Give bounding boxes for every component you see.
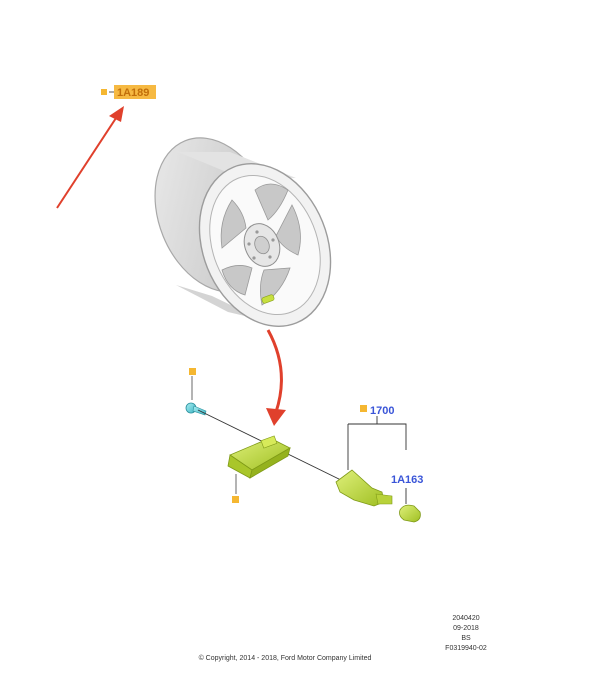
- red-arrow-upper: [56, 106, 124, 209]
- callout-1A163[interactable]: 1A163: [391, 474, 423, 504]
- wheel: [154, 137, 332, 327]
- marker-square: [189, 368, 196, 375]
- rim-valve: [261, 294, 275, 304]
- valve-stem: [335, 469, 393, 507]
- marker-square: [360, 405, 367, 412]
- label-highlight: [114, 85, 156, 99]
- label-1A163: 1A163: [391, 474, 423, 486]
- marker-square: [232, 496, 239, 503]
- label-1700: 1700: [370, 405, 394, 417]
- code-line: 2040420: [452, 615, 480, 622]
- label-1A189: 1A189: [117, 87, 149, 99]
- marker-square: [101, 89, 107, 95]
- code-line: F0319940-02: [445, 645, 487, 652]
- copyright-notice: © Copyright, 2014 - 2018, Ford Motor Com…: [198, 655, 372, 662]
- sensor-bolt: [185, 402, 207, 416]
- code-line: BS: [461, 635, 471, 642]
- callout-1A189[interactable]: 1A189: [101, 85, 156, 99]
- red-arrow-lower: [266, 329, 286, 426]
- diagram-code-block: 2040420 09-2018 BS F0319940-02: [436, 614, 496, 654]
- code-line: 09-2018: [453, 625, 479, 632]
- tpms-sensor: [227, 435, 291, 479]
- valve-cap: [399, 504, 421, 523]
- callout-1700[interactable]: 1700: [347, 405, 407, 470]
